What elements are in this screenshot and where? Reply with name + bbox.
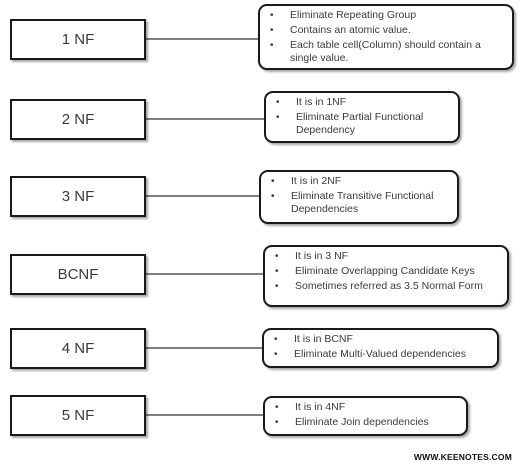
list-item: •Eliminate Join dependencies — [275, 416, 429, 428]
list-item: •It is in 3 NF — [275, 250, 349, 262]
list-item: •Eliminate Repeating Group — [270, 9, 417, 21]
desc-box-bcnf: •It is in 3 NF •Eliminate Overlapping Ca… — [263, 245, 509, 307]
desc-box-1nf: •Eliminate Repeating Group •Contains an … — [258, 4, 514, 70]
nf-label: 5 NF — [61, 407, 95, 424]
website-watermark: WWW.KEENOTES.COM — [413, 452, 512, 462]
desc-box-5nf: •It is in 4NF •Eliminate Join dependenci… — [263, 396, 468, 436]
list-item: •Each table cell(Column) should contain … — [270, 39, 481, 64]
nf-box-2nf: 2 NF — [10, 99, 146, 140]
list-item: •Sometimes referred as 3.5 Normal Form — [275, 280, 483, 292]
list-item: •It is in 4NF — [275, 401, 346, 413]
list-item: •Eliminate Transitive Functional Depende… — [271, 190, 434, 215]
nf-box-bcnf: BCNF — [10, 254, 146, 295]
list-item: •Eliminate Overlapping Candidate Keys — [275, 265, 475, 277]
nf-label: 3 NF — [61, 188, 95, 205]
list-item: •Eliminate Multi-Valued dependencies — [274, 348, 466, 360]
nf-label: 2 NF — [61, 111, 95, 128]
list-item: •It is in 1NF — [276, 96, 347, 108]
desc-box-3nf: •It is in 2NF •Eliminate Transitive Func… — [259, 170, 459, 224]
nf-box-5nf: 5 NF — [10, 395, 146, 436]
list-item: •Eliminate Partial Functional Dependency — [276, 111, 424, 136]
nf-box-1nf: 1 NF — [10, 19, 146, 60]
list-item: •It is in 2NF — [271, 175, 342, 187]
nf-box-3nf: 3 NF — [10, 176, 146, 217]
nf-label: BCNF — [57, 266, 99, 283]
list-item: •Contains an atomic value. — [270, 24, 411, 36]
list-item: •It is in BCNF — [274, 333, 353, 345]
desc-box-4nf: •It is in BCNF •Eliminate Multi-Valued d… — [262, 328, 499, 368]
nf-box-4nf: 4 NF — [10, 328, 146, 369]
nf-label: 4 NF — [61, 340, 95, 357]
desc-box-2nf: •It is in 1NF •Eliminate Partial Functio… — [264, 91, 460, 143]
nf-label: 1 NF — [61, 31, 95, 48]
